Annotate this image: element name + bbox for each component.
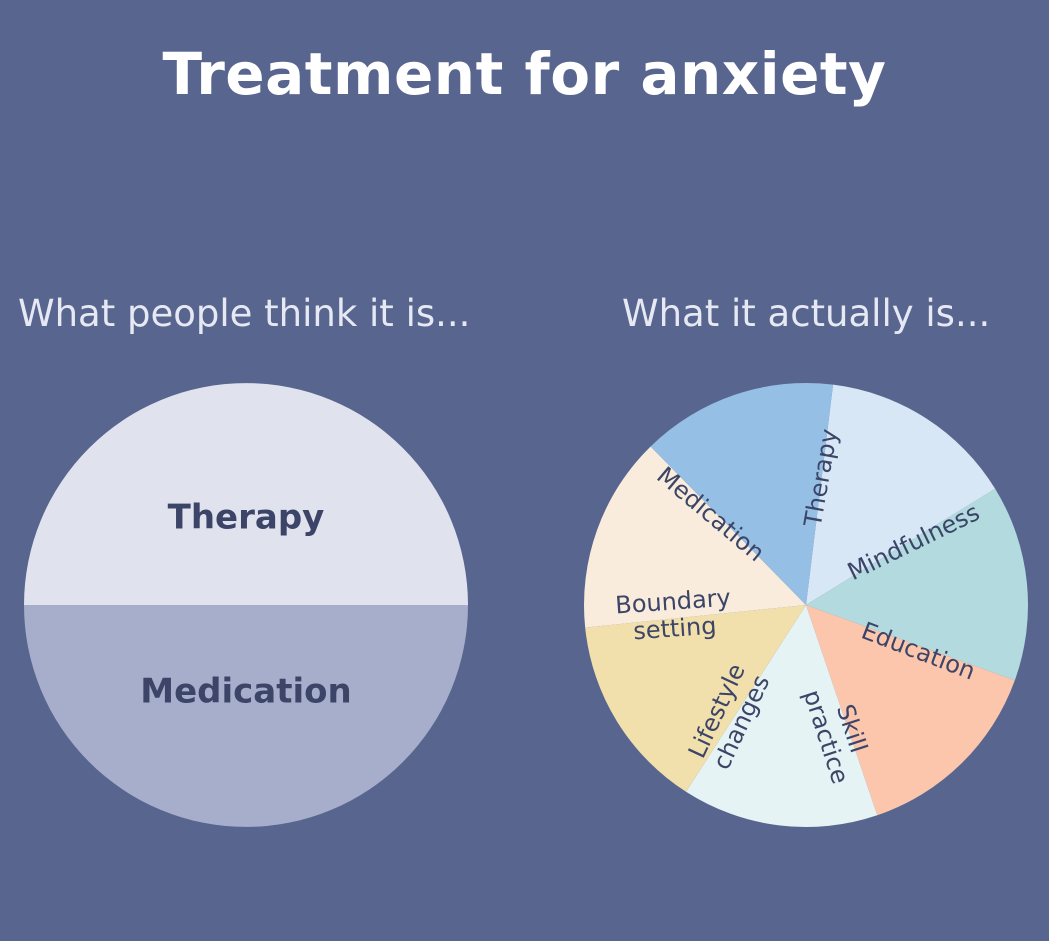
pie-slice [686, 605, 878, 827]
chart-title: Treatment for anxiety [162, 40, 887, 108]
right-pie-title: What it actually is... [622, 292, 991, 335]
pie-slice [650, 382, 834, 605]
left-pie-title: What people think it is... [18, 292, 471, 335]
slice-label: Medication [140, 672, 351, 712]
pie-slice [24, 605, 468, 827]
pie-slice [806, 605, 1015, 816]
slice-label: Therapy [168, 498, 325, 538]
pie-slice [806, 384, 996, 605]
slice-label: Boundarysetting [614, 584, 733, 647]
pie-slice [584, 446, 806, 628]
pie-slice [585, 605, 806, 792]
pie-slice [806, 488, 1028, 681]
pie-slice [24, 383, 468, 605]
pie-right: TherapyMindfulnessEducationSkillpractice… [584, 382, 1028, 827]
